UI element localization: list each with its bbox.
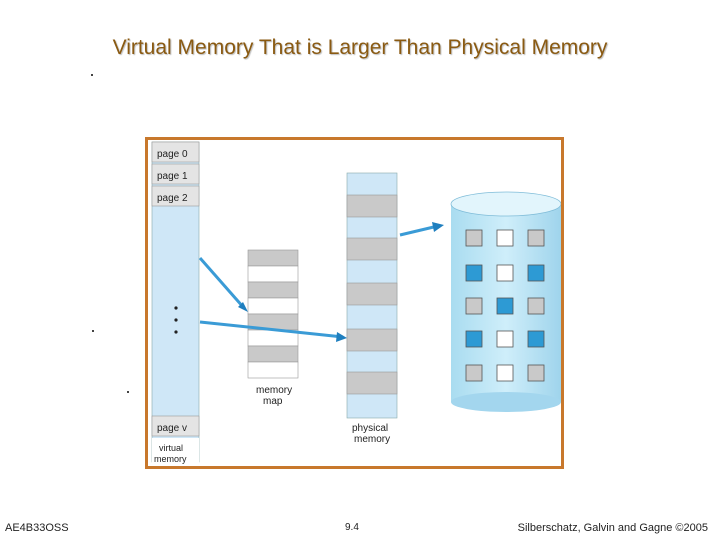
page-v-label: page v: [157, 423, 187, 434]
page-1-label: page 1: [157, 171, 188, 182]
arrow-virtual-to-map: [198, 257, 246, 309]
ellipsis-dot: [174, 318, 178, 322]
ellipsis-dot: [174, 306, 178, 310]
stray-dot: [91, 74, 93, 76]
virtual-memory-column: page 0 page 1 page 2 page v virtual memo…: [151, 141, 200, 464]
backing-store-disk: [450, 191, 561, 412]
memory-map-label-line1: memory: [256, 385, 292, 396]
arrow-virtual-to-physical: [199, 320, 344, 339]
page-0-label: page 0: [157, 149, 188, 160]
virtual-label-line1: virtual: [159, 443, 183, 453]
virtual-page-0: [151, 141, 200, 163]
stray-dot: [127, 391, 129, 393]
virtual-label-line2: memory: [154, 454, 187, 464]
memory-map-column: memory map: [247, 249, 299, 407]
disk-blocks: [465, 229, 545, 382]
physical-label-line1: physical: [352, 423, 388, 434]
virtual-page-1: [151, 163, 200, 185]
page-2-label: page 2: [157, 193, 188, 204]
physical-memory-column: physical memory: [346, 172, 398, 445]
diagram-frame: page 0 page 1 page 2 page v virtual memo…: [145, 137, 564, 469]
page-number: 9.4: [345, 522, 359, 533]
ellipsis-dot: [174, 330, 178, 334]
virtual-page-2: [151, 185, 200, 207]
stray-dot: [92, 330, 94, 332]
virtual-memory-diagram: page 0 page 1 page 2 page v virtual memo…: [151, 141, 561, 464]
arrow-physical-to-disk: [399, 224, 439, 237]
memory-map-label-line2: map: [263, 396, 283, 407]
virtual-page-v: [151, 415, 200, 437]
course-code: AE4B33OSS: [5, 522, 69, 534]
credit-line: Silberschatz, Galvin and Gagne ©2005: [517, 522, 708, 534]
slide-title: Virtual Memory That is Larger Than Physi…: [112, 36, 608, 59]
mapping-arrows: [198, 222, 444, 342]
physical-label-line2: memory: [354, 434, 390, 445]
